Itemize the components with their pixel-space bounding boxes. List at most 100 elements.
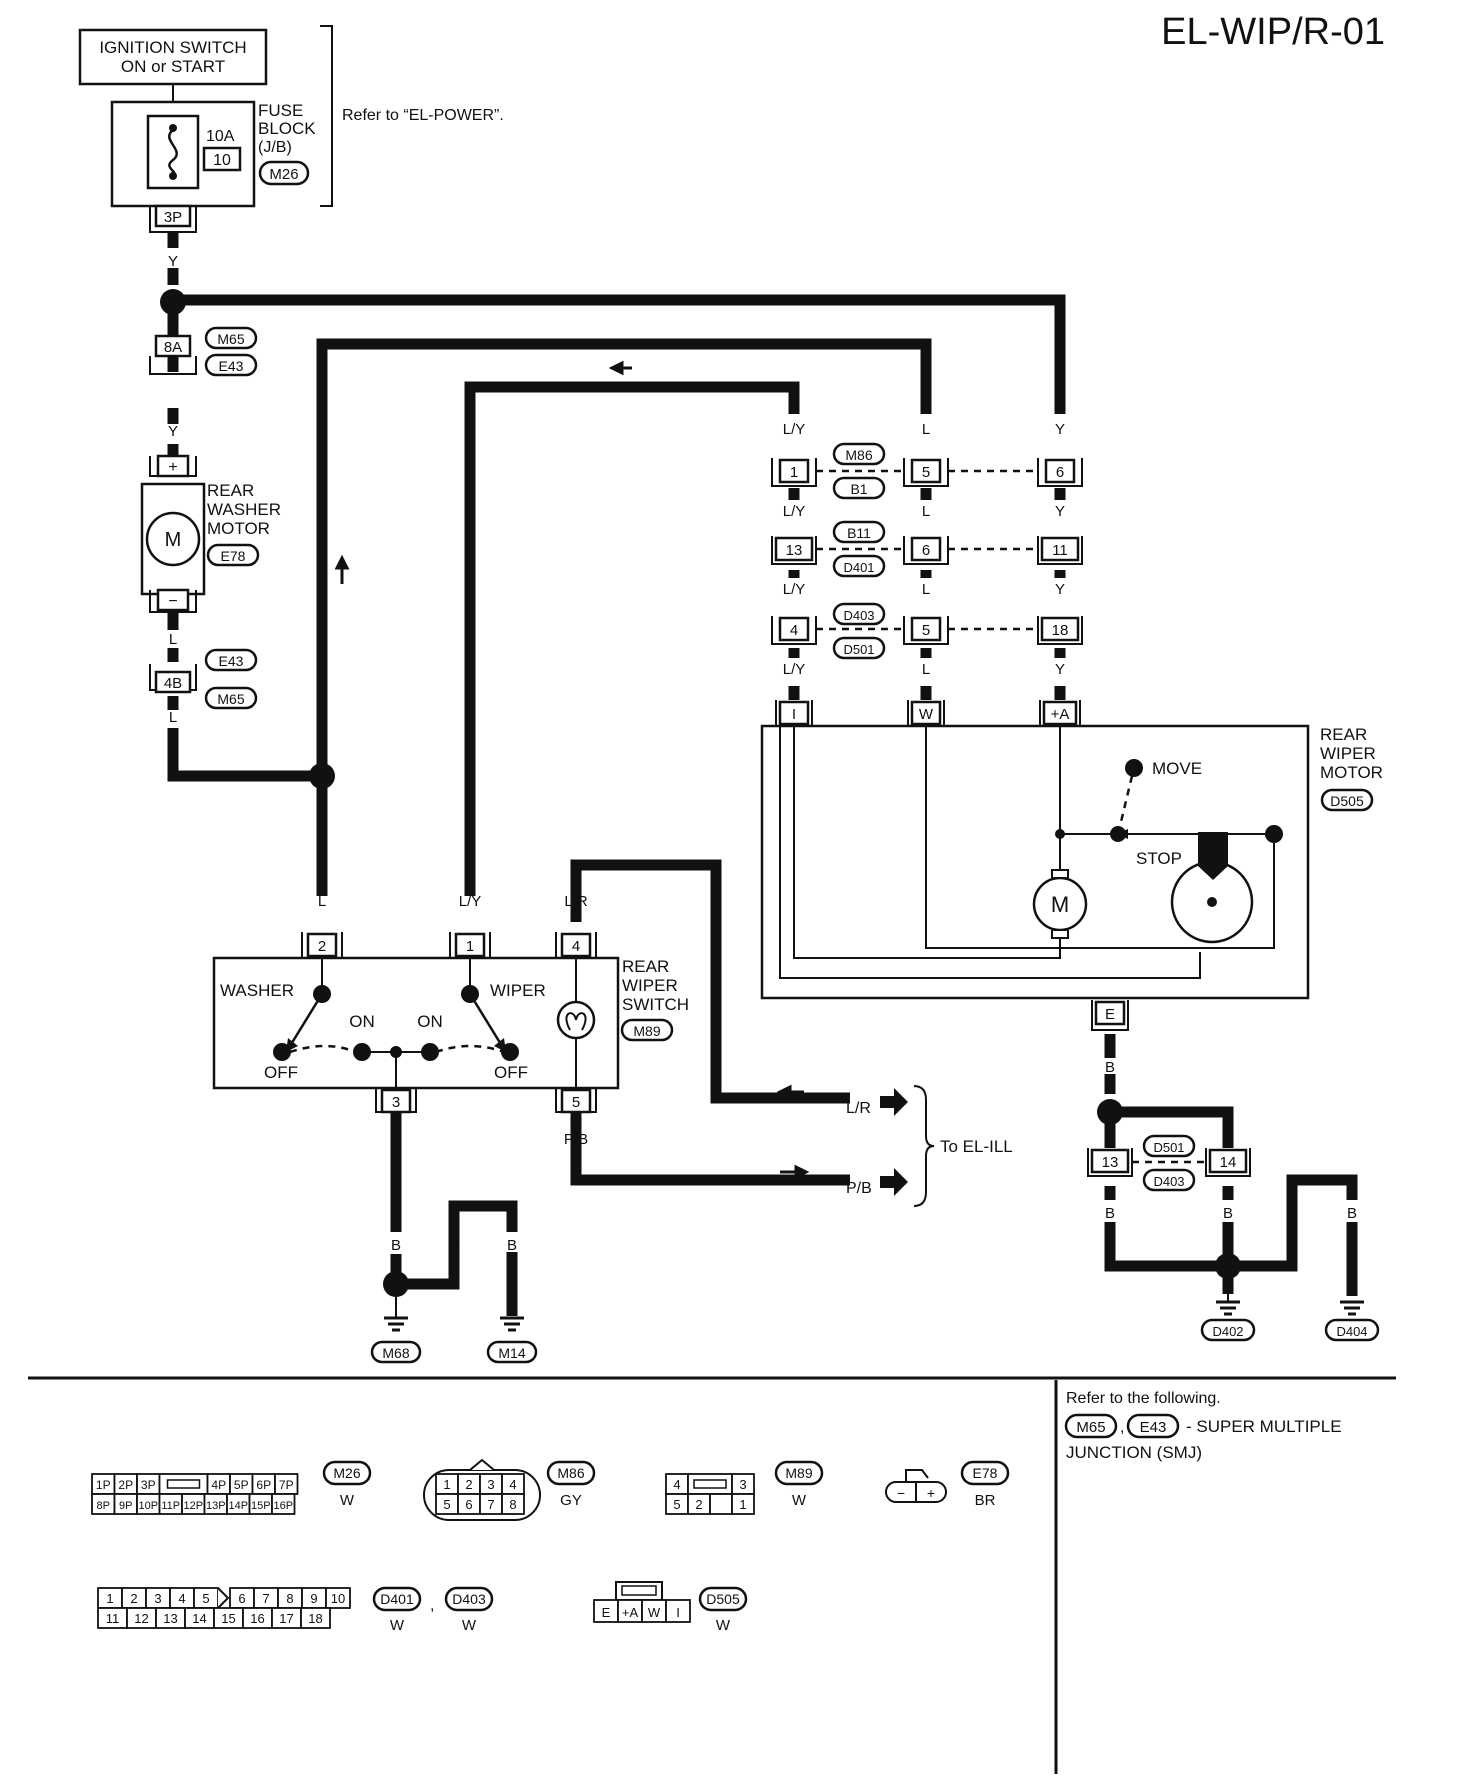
svg-text:5: 5 bbox=[572, 1094, 580, 1111]
pin-cell-label: 3 bbox=[739, 1477, 746, 1492]
ground-d404: D404 bbox=[1324, 1300, 1380, 1342]
pin-cell-label: 2 bbox=[695, 1497, 702, 1512]
svg-text:ON: ON bbox=[349, 1012, 375, 1031]
svg-text:+A: +A bbox=[1051, 706, 1070, 723]
svg-text:E78: E78 bbox=[221, 548, 246, 564]
pin-cell-label: 3 bbox=[487, 1477, 494, 1492]
connector-color: W bbox=[462, 1617, 477, 1634]
connector-color: W bbox=[340, 1492, 355, 1509]
connector-color: W bbox=[792, 1492, 807, 1509]
fuse-block-label-1: FUSE bbox=[258, 101, 303, 120]
svg-text:- SUPER MULTIPLE: - SUPER MULTIPLE bbox=[1186, 1417, 1342, 1436]
junction-dot bbox=[309, 763, 335, 789]
svg-text:D501: D501 bbox=[1153, 1140, 1184, 1155]
move-label: MOVE bbox=[1152, 759, 1202, 778]
pin-cell-label: 12 bbox=[134, 1611, 148, 1626]
pin-cell-label: 1 bbox=[739, 1497, 746, 1512]
pin-cell-label: 8 bbox=[509, 1497, 516, 1512]
pin-cell bbox=[300, 1607, 331, 1629]
svg-text:D403: D403 bbox=[1153, 1174, 1184, 1189]
svg-text:L: L bbox=[922, 421, 930, 438]
latch-icon bbox=[693, 1479, 727, 1489]
ignition-switch-box: IGNITION SWITCH ON or START bbox=[78, 28, 268, 86]
svg-text:B: B bbox=[449, 1237, 459, 1254]
svg-text:OFF: OFF bbox=[264, 1063, 298, 1082]
pin-cell-label: 1P bbox=[96, 1478, 111, 1492]
pin-label: + bbox=[927, 1485, 935, 1501]
svg-text:−: − bbox=[168, 593, 177, 610]
svg-text:M14: M14 bbox=[498, 1345, 525, 1361]
svg-text:MOTOR: MOTOR bbox=[207, 519, 270, 538]
svg-text:L/Y: L/Y bbox=[783, 661, 806, 678]
pin-cell-label: 5 bbox=[202, 1591, 209, 1606]
svg-text:6: 6 bbox=[922, 542, 930, 559]
fuse-block-label-2: BLOCK bbox=[258, 119, 316, 138]
junction-13-14: 13 14 D501 D403 bbox=[1087, 1134, 1251, 1192]
svg-text:REAR: REAR bbox=[622, 957, 669, 976]
svg-text:L: L bbox=[922, 581, 930, 598]
pin-cell-label: 17 bbox=[279, 1611, 293, 1626]
wires bbox=[167, 232, 1358, 1316]
pin-cell-label: 14 bbox=[192, 1611, 206, 1626]
svg-text:JUNCTION (SMJ): JUNCTION (SMJ) bbox=[1066, 1443, 1202, 1462]
svg-text:W: W bbox=[919, 706, 934, 723]
svg-text:WIPER: WIPER bbox=[622, 976, 678, 995]
stop-label: STOP bbox=[1136, 849, 1182, 868]
pin-cell-label: 14P bbox=[228, 1500, 248, 1512]
svg-text:B: B bbox=[507, 1237, 517, 1254]
page-id: EL-WIP/R-01 bbox=[1161, 11, 1385, 53]
pin-cell-label: 12P bbox=[183, 1500, 203, 1512]
pin-cell-label: 6 bbox=[238, 1591, 245, 1606]
svg-text:L/R: L/R bbox=[846, 1100, 871, 1117]
fuse-connector-id: M26 bbox=[269, 166, 298, 183]
connector-color: GY bbox=[560, 1492, 582, 1509]
pin-cell-label: +A bbox=[622, 1605, 639, 1620]
svg-text:1: 1 bbox=[466, 938, 474, 955]
svg-text:Y: Y bbox=[1055, 661, 1065, 678]
key-icon bbox=[217, 1587, 230, 1609]
svg-text:P/B: P/B bbox=[564, 1131, 588, 1148]
svg-text:3: 3 bbox=[392, 1094, 400, 1111]
pin-cell-label: 5 bbox=[443, 1497, 450, 1512]
ignition-label-1: IGNITION SWITCH bbox=[99, 38, 246, 57]
pin-cell-label: 1 bbox=[106, 1591, 113, 1606]
svg-text:M65: M65 bbox=[217, 691, 244, 707]
pin-cell-label: 9 bbox=[310, 1591, 317, 1606]
svg-text:D403: D403 bbox=[843, 608, 874, 623]
connector-color: W bbox=[390, 1617, 405, 1634]
connector-color: W bbox=[716, 1617, 731, 1634]
svg-text:WIPER: WIPER bbox=[1320, 744, 1376, 763]
svg-text:D402: D402 bbox=[1212, 1324, 1243, 1339]
svg-text:5: 5 bbox=[922, 622, 930, 639]
svg-text:ON: ON bbox=[417, 1012, 443, 1031]
svg-text:M86: M86 bbox=[845, 447, 872, 463]
svg-text:D505: D505 bbox=[1330, 793, 1364, 809]
svg-text:13: 13 bbox=[1102, 1154, 1119, 1171]
power-bracket bbox=[320, 25, 333, 207]
pin-label: − bbox=[897, 1485, 905, 1501]
connector-id: M26 bbox=[333, 1465, 360, 1481]
pin-cell-label: E bbox=[602, 1605, 611, 1620]
pin-cell bbox=[325, 1587, 351, 1609]
pin-cell-label: 8 bbox=[286, 1591, 293, 1606]
svg-text:M65: M65 bbox=[217, 331, 244, 347]
separator-comma: , bbox=[430, 1597, 434, 1614]
svg-text:I: I bbox=[792, 706, 796, 723]
pin-cell-label: 4 bbox=[509, 1477, 516, 1492]
svg-text:REAR: REAR bbox=[1320, 725, 1367, 744]
svg-text:M65: M65 bbox=[1076, 1419, 1105, 1436]
svg-text:MOTOR: MOTOR bbox=[1320, 763, 1383, 782]
svg-text:B: B bbox=[1223, 1205, 1233, 1222]
harness-row-1: 1 5 6 M86 B1 bbox=[771, 442, 1083, 500]
svg-text:Y: Y bbox=[168, 253, 178, 270]
to-el-ill-label: To EL-ILL bbox=[940, 1137, 1013, 1156]
svg-text:Y: Y bbox=[168, 423, 178, 440]
svg-text:B: B bbox=[1105, 1205, 1115, 1222]
pin-cell-label: 7P bbox=[279, 1478, 294, 1492]
svg-text:B: B bbox=[391, 1237, 401, 1254]
svg-text:B: B bbox=[1287, 1205, 1297, 1222]
